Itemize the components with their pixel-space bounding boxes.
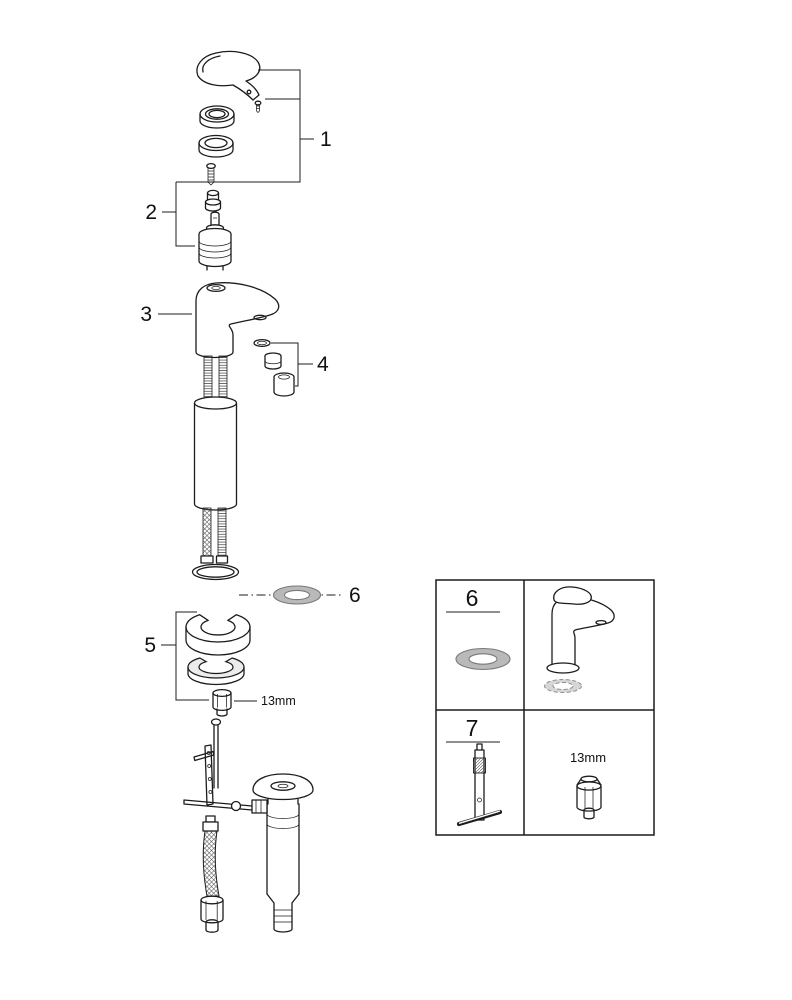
mounting-nut bbox=[212, 688, 232, 717]
body-cylinder bbox=[193, 396, 238, 511]
drain-assembly bbox=[251, 773, 314, 933]
aerator-housing bbox=[273, 372, 295, 397]
cartridge-adapter bbox=[204, 189, 222, 212]
callout-6-label: 6 bbox=[349, 584, 361, 607]
threaded-shank bbox=[203, 355, 228, 403]
supply-connections bbox=[200, 507, 229, 564]
callout-4-label: 4 bbox=[317, 353, 329, 376]
fixing-screw bbox=[206, 162, 216, 186]
legend-seal-label: 6 bbox=[466, 585, 479, 611]
faucet-body bbox=[195, 282, 280, 359]
seal-ring bbox=[272, 585, 322, 605]
cartridge bbox=[198, 211, 232, 271]
aerator-insert bbox=[264, 352, 282, 370]
legend-cell-wrench: 13mm bbox=[570, 750, 606, 820]
wrench-size-label: 13mm bbox=[261, 694, 296, 708]
legend-cell-tool: 7 bbox=[446, 715, 503, 827]
handle-screw bbox=[254, 100, 262, 114]
callout-5: 5 bbox=[144, 611, 209, 701]
callout-4: 4 bbox=[271, 342, 329, 387]
mounting-bracket bbox=[185, 614, 251, 656]
supply-hose bbox=[200, 815, 224, 933]
aerator-seal bbox=[253, 338, 271, 348]
curved-washer bbox=[187, 657, 245, 686]
callout-1: 1 bbox=[176, 69, 332, 183]
legend-cell-faucet bbox=[544, 586, 615, 693]
callout-5-label: 5 bbox=[144, 634, 156, 657]
callout-3-label: 3 bbox=[140, 303, 152, 326]
callout-2-label: 2 bbox=[145, 201, 157, 224]
callout-3: 3 bbox=[140, 303, 192, 326]
pop-up-rod-assembly bbox=[183, 718, 253, 812]
dome-cap-ring bbox=[199, 105, 235, 129]
legend-box: 6 7 13mm bbox=[435, 579, 655, 836]
callout-2: 2 bbox=[145, 182, 195, 247]
callout-1-label: 1 bbox=[320, 128, 332, 151]
lever-handle bbox=[196, 50, 261, 101]
wrench-size-annotation: 13mm bbox=[234, 694, 296, 708]
legend-tool-label: 7 bbox=[466, 715, 479, 741]
legend-wrench-label: 13mm bbox=[570, 750, 606, 765]
legend-cell-seal: 6 bbox=[446, 585, 511, 671]
o-ring bbox=[191, 563, 240, 581]
escutcheon-ring bbox=[198, 134, 234, 158]
